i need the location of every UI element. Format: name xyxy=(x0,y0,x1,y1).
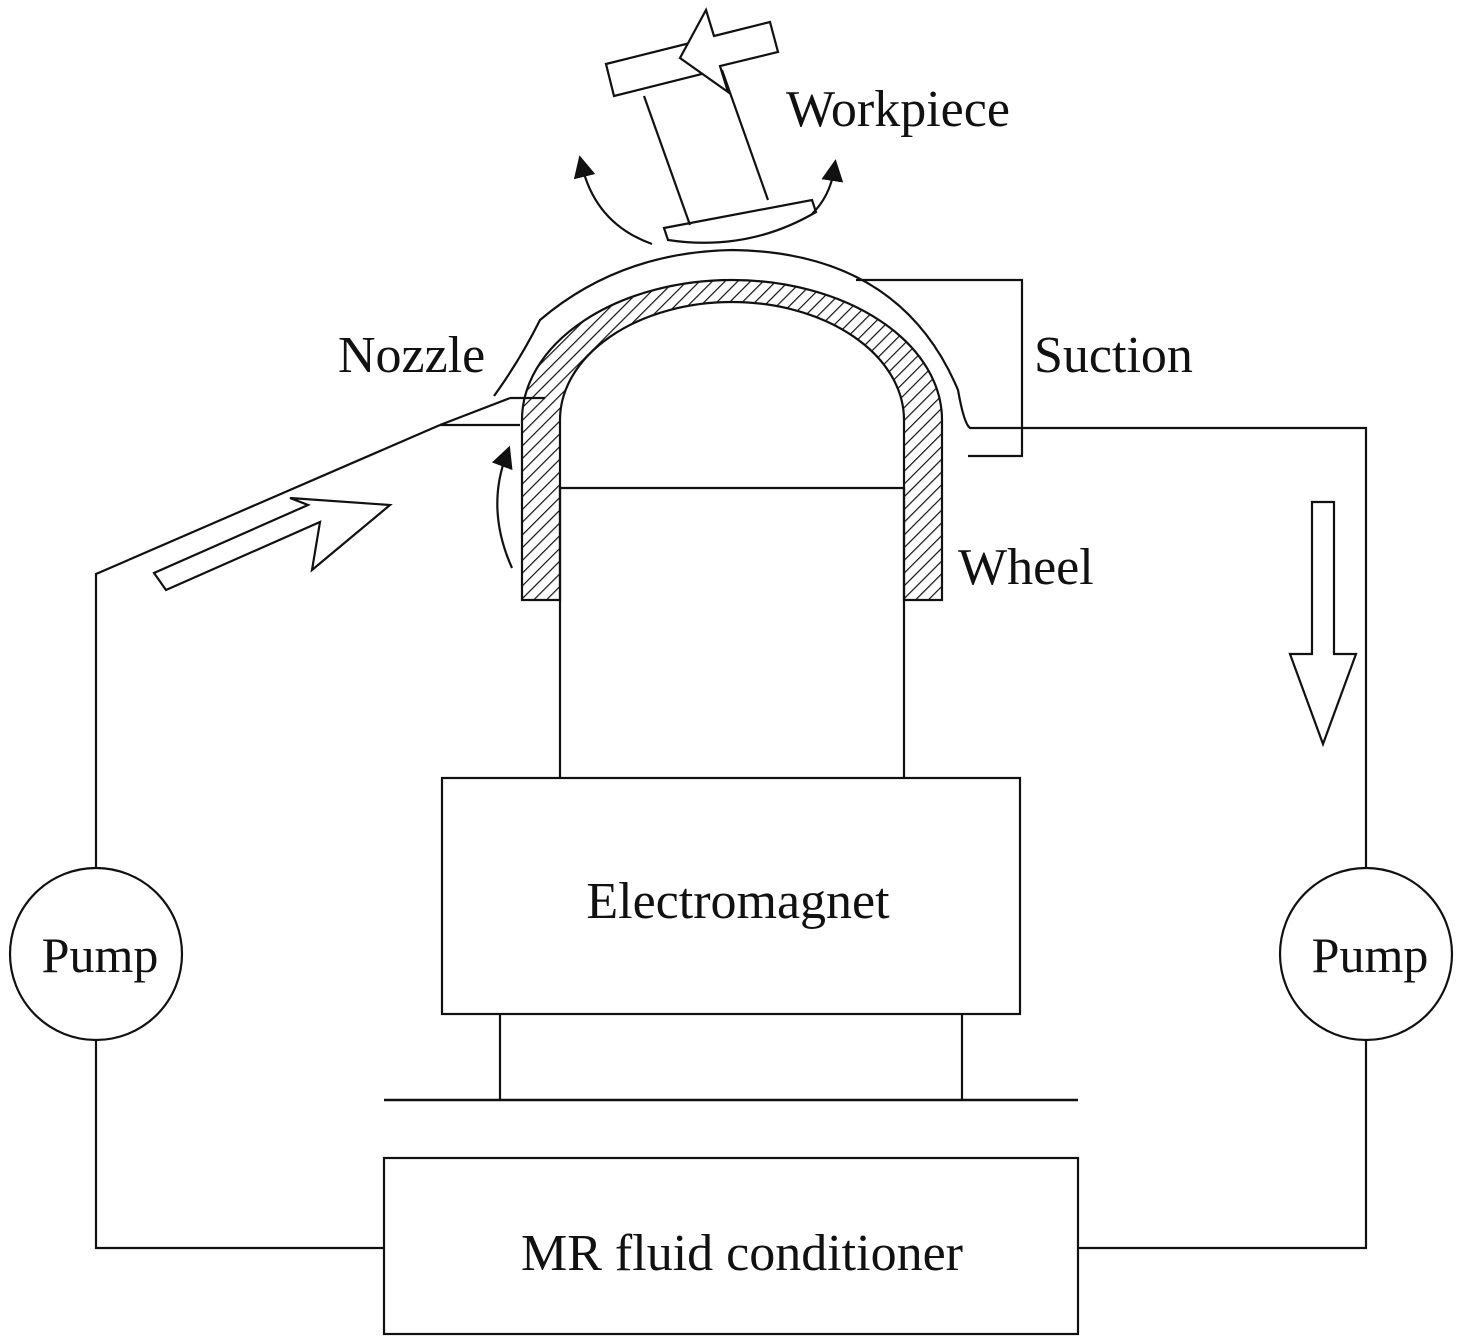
stand xyxy=(384,1014,1078,1102)
electromagnet-label: Electromagnet xyxy=(586,873,890,930)
flow-arrow-out-icon xyxy=(1288,500,1358,748)
conditioner-box xyxy=(382,1156,1080,1336)
pump-right xyxy=(1278,866,1454,1042)
pump-left xyxy=(8,866,184,1042)
wheel-label: Wheel xyxy=(958,539,1094,596)
right-spin-arrow-icon xyxy=(811,159,844,215)
nozzle-label: Nozzle xyxy=(338,327,485,384)
electromagnet-box xyxy=(440,776,1022,1016)
left-spin-arrow-icon xyxy=(573,155,653,246)
pump-left-label: Pump xyxy=(42,927,159,983)
suction-label: Suction xyxy=(1034,327,1193,384)
wheel xyxy=(520,278,944,602)
pump-right-label: Pump xyxy=(1312,927,1429,983)
workpiece-spindle xyxy=(604,7,818,244)
flow-arrow-in-icon xyxy=(152,496,393,592)
wheel-rotation-arrow-icon xyxy=(491,445,514,569)
outlet-pipe xyxy=(1022,426,1368,1250)
workpiece-label: Workpiece xyxy=(786,81,1010,138)
spindle-arrow-icon xyxy=(678,7,780,95)
inlet-pipe xyxy=(94,423,441,1250)
conditioner-label: MR fluid conditioner xyxy=(521,1225,963,1282)
nozzle xyxy=(439,396,545,427)
wheel-column xyxy=(558,486,906,778)
fluid-ribbon xyxy=(493,248,1024,458)
